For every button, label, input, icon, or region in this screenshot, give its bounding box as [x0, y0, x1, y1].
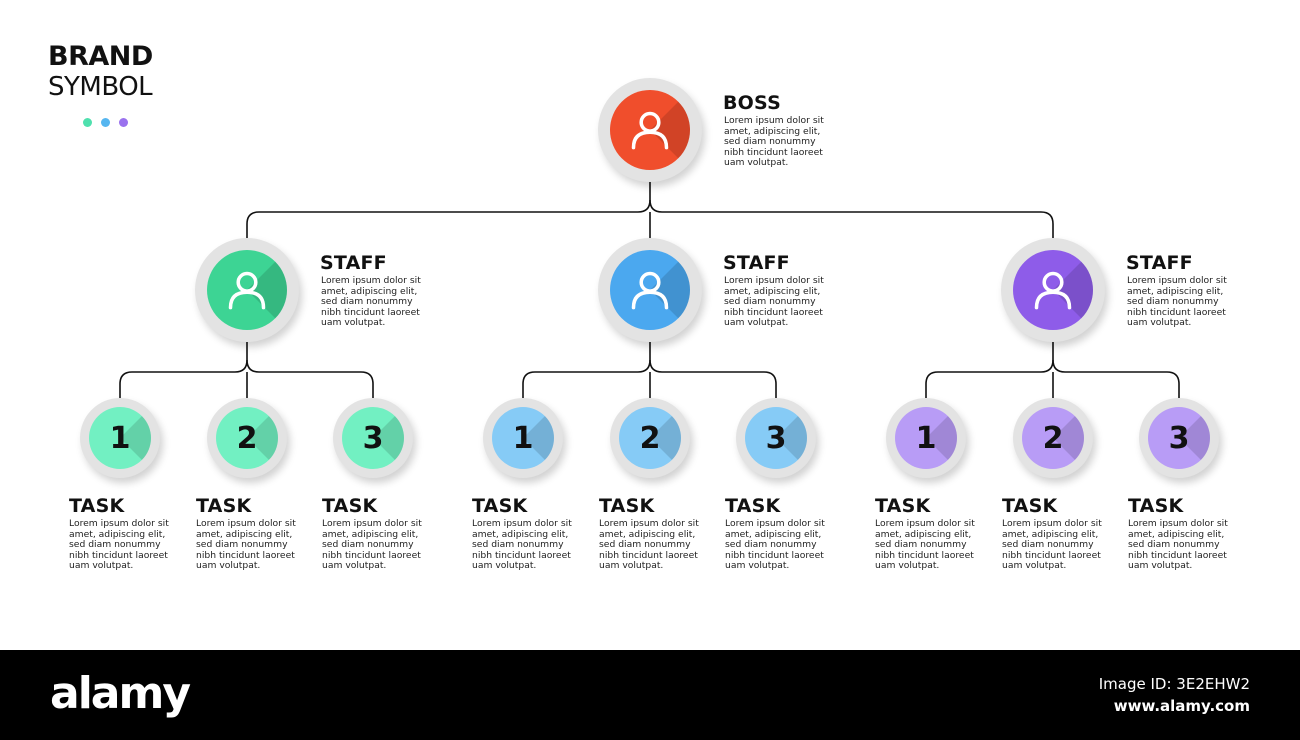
- connector-line: [649, 359, 777, 398]
- task-node: 1: [492, 407, 554, 469]
- connector-line: [119, 342, 248, 398]
- task-number: 3: [1168, 420, 1190, 456]
- task-description: Lorem ipsum dolor sit amet, adipiscing e…: [725, 518, 825, 572]
- person-icon: [228, 271, 266, 310]
- staff-label: STAFF: [723, 252, 790, 274]
- task-node: 3: [342, 407, 404, 469]
- task-node: 1: [895, 407, 957, 469]
- boss-node: [610, 90, 690, 170]
- task-node: 2: [216, 407, 278, 469]
- task-number: 1: [915, 420, 937, 456]
- staff-label: STAFF: [320, 252, 387, 274]
- person-icon: [631, 271, 669, 310]
- connector-line: [246, 359, 374, 398]
- task-description: Lorem ipsum dolor sit amet, adipiscing e…: [322, 518, 422, 572]
- watermark-url: www.alamy.com: [1113, 697, 1250, 715]
- task-label: TASK: [599, 495, 655, 517]
- task-number: 2: [639, 420, 661, 456]
- watermark-logo: alamy: [50, 668, 191, 719]
- task-description: Lorem ipsum dolor sit amet, adipiscing e…: [196, 518, 296, 572]
- task-label: TASK: [1002, 495, 1058, 517]
- brand-dot-purple: [119, 118, 128, 127]
- task-node: 3: [745, 407, 807, 469]
- task-label: TASK: [1128, 495, 1184, 517]
- watermark-bar: alamy Image ID: 3E2EHW2 www.alamy.com: [0, 650, 1300, 740]
- task-label: TASK: [472, 495, 528, 517]
- task-number: 1: [512, 420, 534, 456]
- task-label: TASK: [196, 495, 252, 517]
- task-number: 2: [236, 420, 258, 456]
- task-description: Lorem ipsum dolor sit amet, adipiscing e…: [1002, 518, 1102, 572]
- task-description: Lorem ipsum dolor sit amet, adipiscing e…: [69, 518, 169, 572]
- task-node: 1: [89, 407, 151, 469]
- task-description: Lorem ipsum dolor sit amet, adipiscing e…: [599, 518, 699, 572]
- staff-node-3: [1013, 250, 1093, 330]
- task-label: TASK: [875, 495, 931, 517]
- brand-logo: BRAND SYMBOL: [48, 41, 188, 127]
- connector-line: [1052, 359, 1180, 398]
- staff-node-2: [610, 250, 690, 330]
- org-chart-infographic: BRAND SYMBOL BOSS Lorem ipsum dolor sit …: [0, 0, 1300, 650]
- task-node: 2: [1022, 407, 1084, 469]
- connector-line: [522, 342, 651, 398]
- staff-node-1: [207, 250, 287, 330]
- connector-line: [246, 170, 651, 238]
- boss-description: Lorem ipsum dolor sit amet, adipiscing e…: [724, 115, 824, 169]
- brand-title: BRAND: [48, 41, 153, 72]
- task-number: 3: [362, 420, 384, 456]
- staff-description: Lorem ipsum dolor sit amet, adipiscing e…: [1127, 275, 1227, 329]
- task-label: TASK: [725, 495, 781, 517]
- task-node: 2: [619, 407, 681, 469]
- staff-description: Lorem ipsum dolor sit amet, adipiscing e…: [321, 275, 421, 329]
- brand-subtitle: SYMBOL: [48, 72, 153, 102]
- person-icon: [1034, 271, 1072, 310]
- staff-label: STAFF: [1126, 252, 1193, 274]
- task-description: Lorem ipsum dolor sit amet, adipiscing e…: [472, 518, 572, 572]
- task-number: 1: [109, 420, 131, 456]
- connector-line: [925, 342, 1054, 398]
- staff-description: Lorem ipsum dolor sit amet, adipiscing e…: [724, 275, 824, 329]
- person-icon: [631, 111, 669, 150]
- brand-dot-blue: [101, 118, 110, 127]
- boss-label: BOSS: [723, 92, 781, 114]
- task-label: TASK: [322, 495, 378, 517]
- task-number: 3: [765, 420, 787, 456]
- task-description: Lorem ipsum dolor sit amet, adipiscing e…: [875, 518, 975, 572]
- task-number: 2: [1042, 420, 1064, 456]
- task-label: TASK: [69, 495, 125, 517]
- connector-line: [649, 199, 1054, 238]
- task-description: Lorem ipsum dolor sit amet, adipiscing e…: [1128, 518, 1228, 572]
- connector-lines: [119, 170, 1180, 398]
- task-node: 3: [1148, 407, 1210, 469]
- watermark-image-id: Image ID: 3E2EHW2: [1098, 675, 1250, 693]
- brand-dot-green: [83, 118, 92, 127]
- brand-dots: [83, 112, 137, 127]
